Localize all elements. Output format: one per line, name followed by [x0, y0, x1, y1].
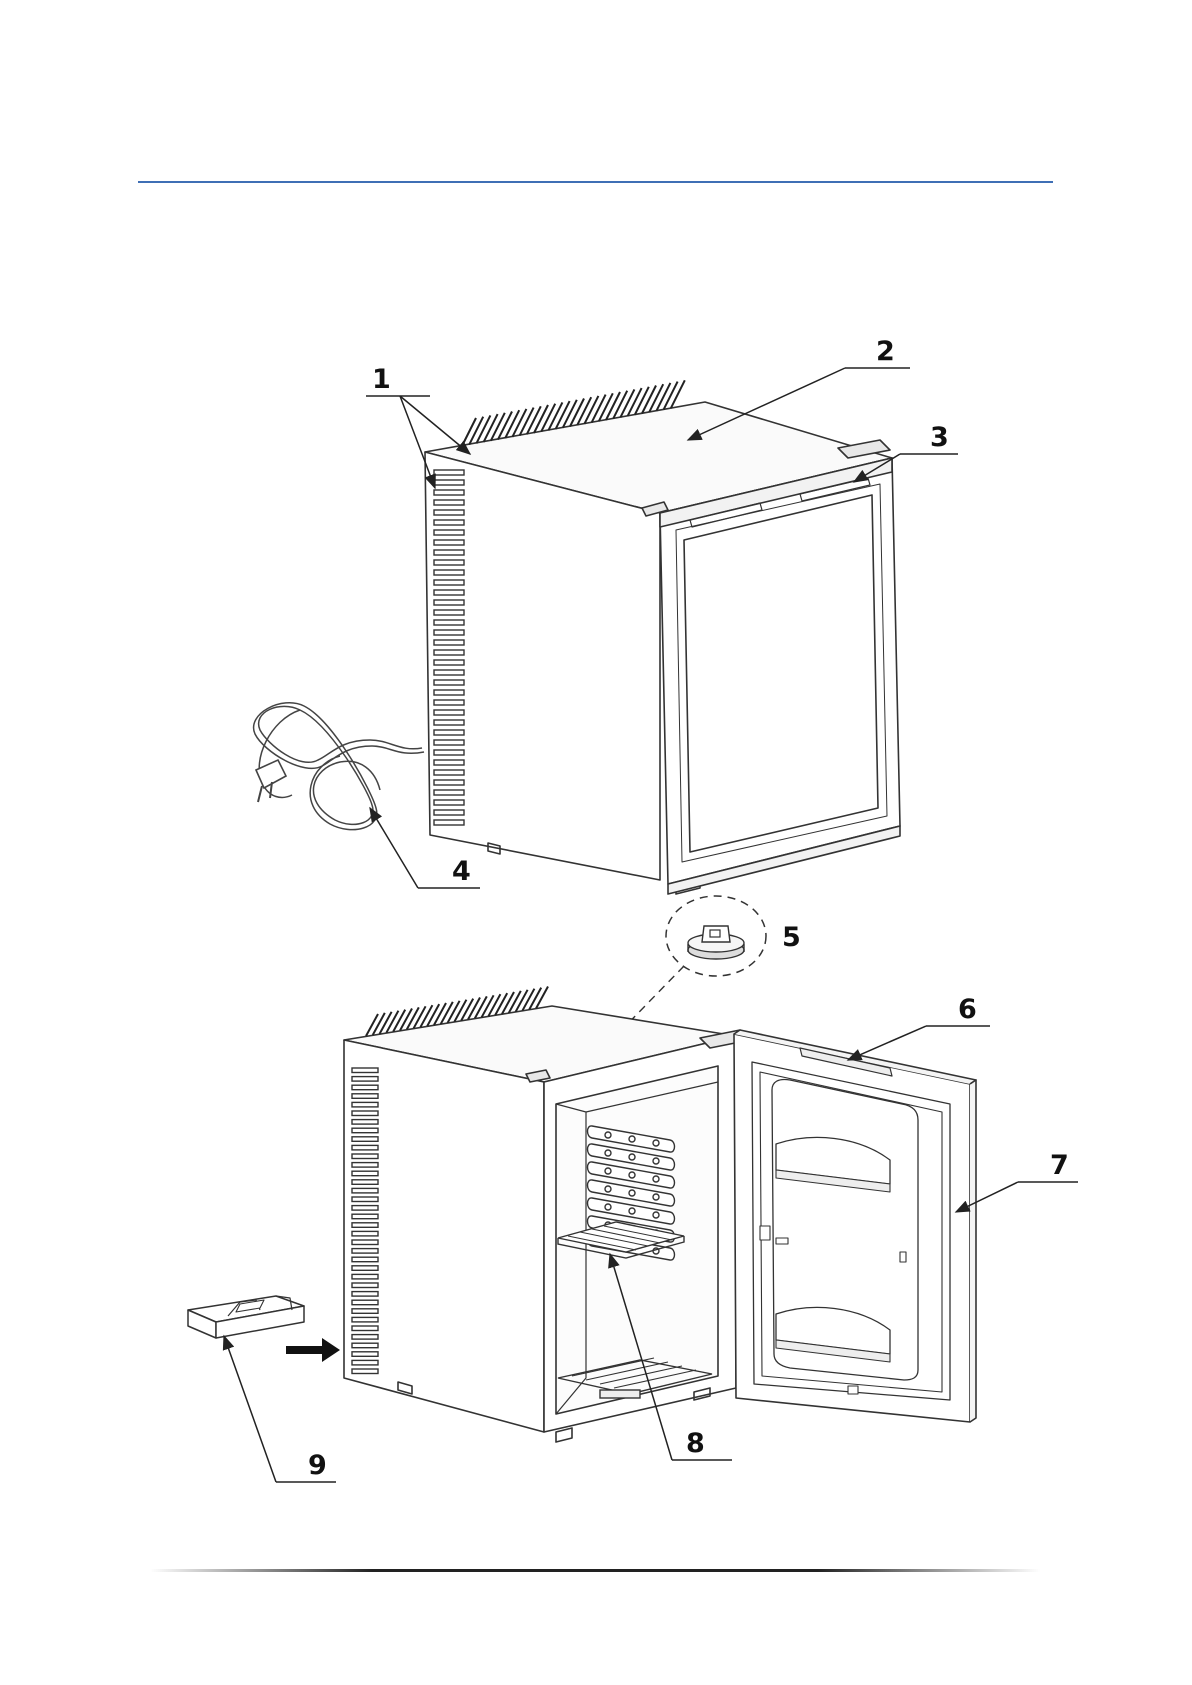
vent-slot — [505, 410, 519, 438]
vent-slot — [414, 1006, 426, 1028]
vent-slot — [620, 389, 634, 417]
vent-slot — [584, 396, 598, 424]
vent-slot — [642, 386, 656, 414]
callout-9: 9 — [308, 1450, 327, 1481]
vent-slot — [380, 1012, 392, 1034]
vent-slot — [484, 414, 498, 442]
vent-slot — [649, 384, 663, 412]
vent-slot — [656, 383, 670, 411]
vent-slot — [462, 418, 476, 446]
callout-5: 5 — [782, 922, 801, 953]
vent-slot — [461, 999, 473, 1021]
vent-slot — [534, 405, 548, 433]
vent-slot — [476, 415, 490, 443]
vent-slot — [495, 993, 507, 1015]
vent-slot — [448, 1001, 460, 1023]
vent-slot — [516, 990, 528, 1012]
callout-7: 7 — [1050, 1150, 1069, 1181]
vent-slot — [599, 393, 613, 421]
vent-slot — [592, 395, 606, 423]
vent-slot — [548, 402, 562, 430]
vent-slot — [671, 380, 685, 408]
detail-circle-5 — [666, 896, 766, 976]
vent-slot — [420, 1005, 432, 1027]
vent-slot — [527, 406, 541, 434]
vent-slot — [520, 408, 534, 436]
vent-slot — [393, 1010, 405, 1032]
vent-slot — [570, 399, 584, 427]
callout-2: 2 — [876, 336, 895, 367]
vent-slot — [441, 1002, 453, 1024]
vent-slot — [613, 391, 627, 419]
vent-slot — [541, 404, 555, 432]
vent-slot — [469, 417, 483, 445]
vent-slot — [407, 1007, 419, 1029]
vent-slot — [488, 994, 500, 1016]
vent-slot — [482, 995, 494, 1017]
vent-slot — [536, 987, 548, 1009]
vent-slot — [491, 413, 505, 441]
callout-8: 8 — [686, 1428, 705, 1459]
vent-slot — [577, 397, 591, 425]
vent-slot — [606, 392, 620, 420]
vent-slot — [427, 1004, 439, 1026]
vent-slot — [400, 1009, 412, 1031]
vent-slot — [468, 998, 480, 1020]
vent-slot — [664, 382, 678, 410]
door-panel-shape — [734, 1030, 976, 1422]
vent-slot — [556, 401, 570, 429]
vent-slot — [635, 387, 649, 415]
vent-slot — [502, 992, 514, 1014]
vent-slot — [529, 988, 541, 1010]
vent-slot — [434, 1003, 446, 1025]
vent-slot — [563, 400, 577, 428]
fridge-closed — [425, 402, 900, 894]
vent-slot — [366, 1014, 378, 1036]
vent-slot — [509, 991, 521, 1013]
vent-slot — [522, 989, 534, 1011]
callout-3: 3 — [930, 422, 949, 453]
insert-arrow — [286, 1338, 340, 1362]
vent-slot — [373, 1013, 385, 1035]
vent-slot — [512, 409, 526, 437]
callout-1: 1 — [372, 364, 391, 395]
vent-slot — [628, 388, 642, 416]
footer-rule — [150, 1569, 1040, 1572]
callout-4: 4 — [452, 856, 471, 887]
ice-tray — [188, 1296, 304, 1338]
power-cord — [254, 703, 424, 830]
callout-6: 6 — [958, 994, 977, 1025]
fridge-closed-left-side — [425, 452, 660, 880]
fridge-closed-door — [660, 458, 900, 884]
vent-slot — [386, 1011, 398, 1033]
vent-slot — [454, 1000, 466, 1022]
fridge-open — [344, 1006, 750, 1442]
vent-slot — [475, 996, 487, 1018]
vent-slot — [498, 412, 512, 440]
